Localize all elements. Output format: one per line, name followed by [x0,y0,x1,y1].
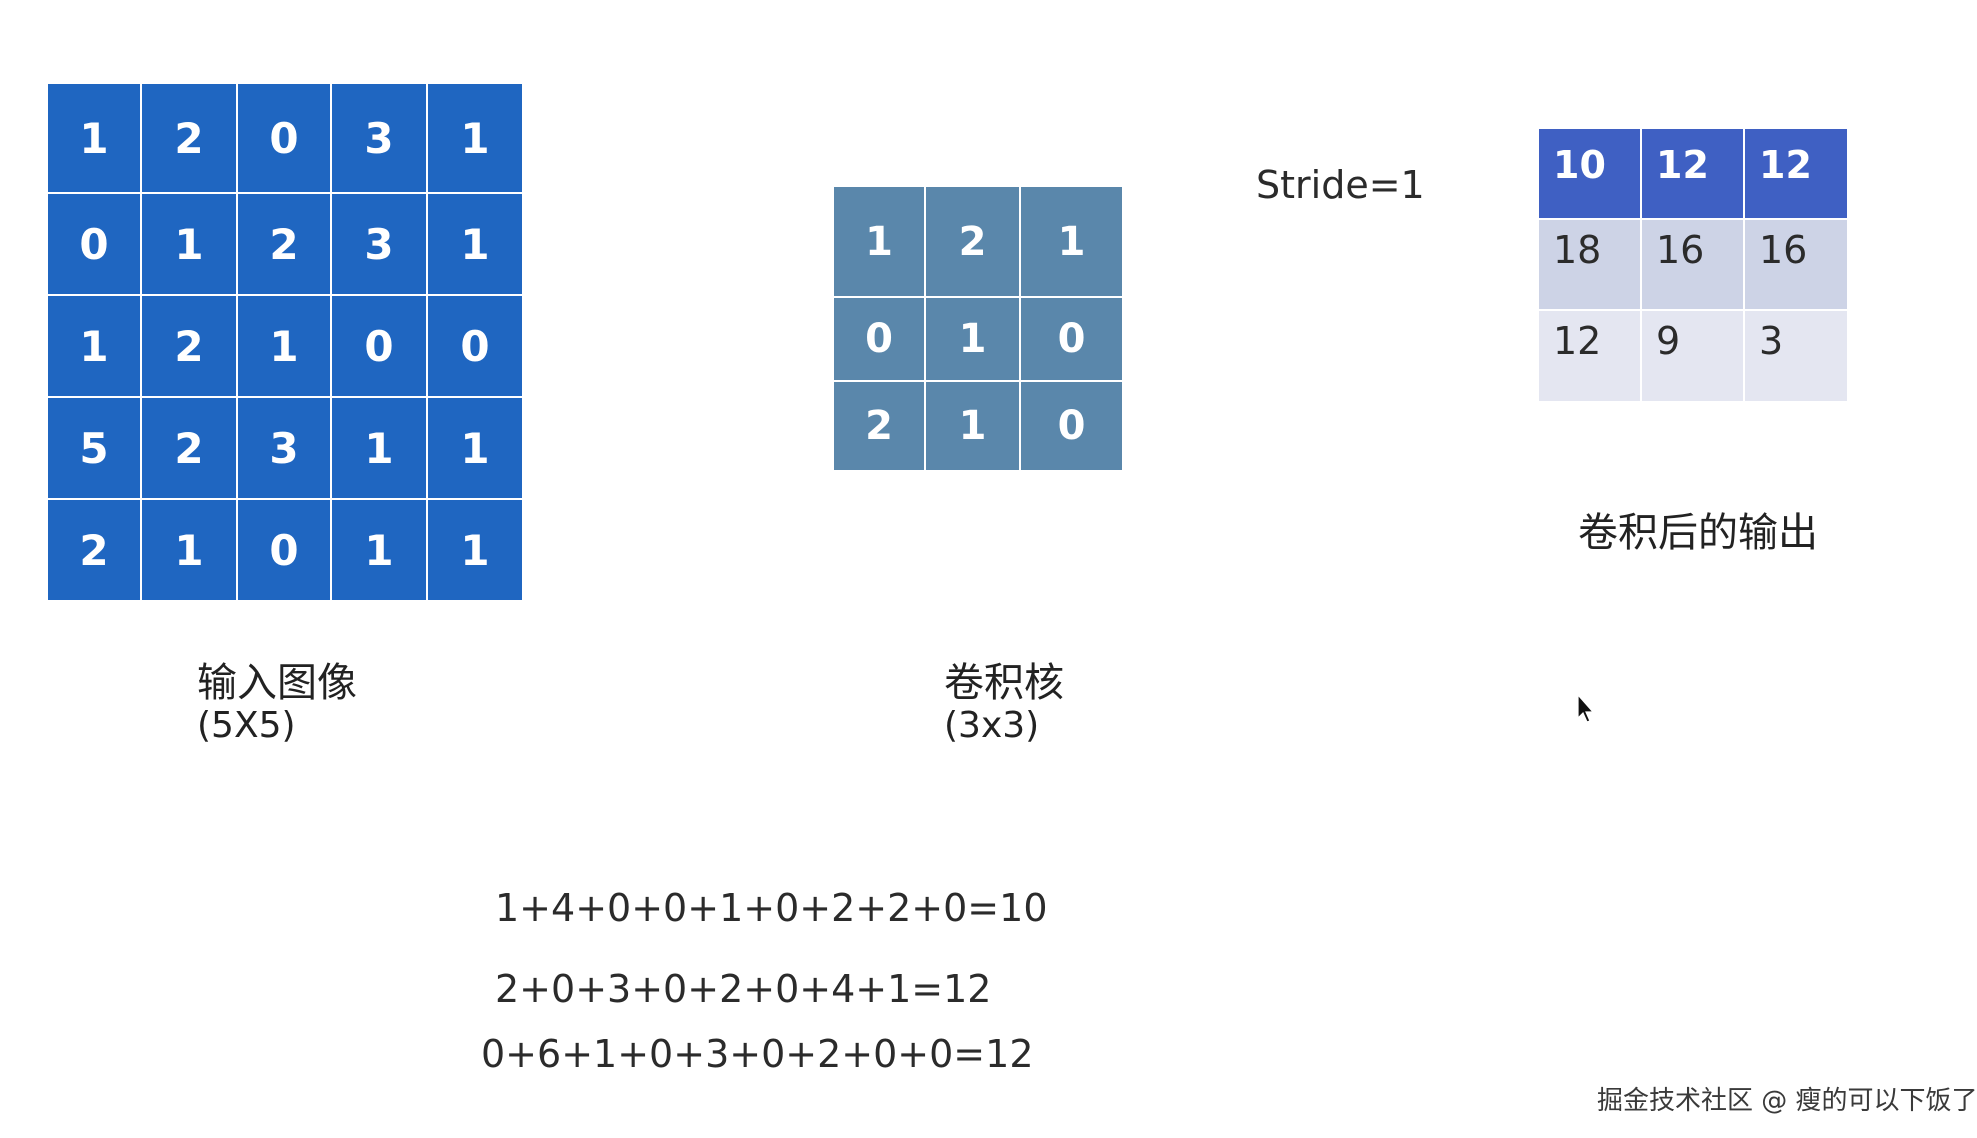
kernel-caption-title: 卷积核 [944,660,1064,706]
equation-line-2: 2+0+3+0+2+0+4+1=12 [495,967,992,1011]
input-cell-r3c3: 1 [238,296,330,396]
input-cell-r2c5: 1 [428,194,522,294]
input-cell-r3c1: 1 [48,296,140,396]
input-cell-r5c3: 0 [238,500,330,600]
input-caption-title: 输入图像 [197,660,357,706]
input-cell-r2c3: 2 [238,194,330,294]
equation-line-3: 0+6+1+0+3+0+2+0+0=12 [481,1032,1034,1076]
input-cell-r4c1: 5 [48,398,140,498]
input-cell-r5c2: 1 [142,500,236,600]
input-cell-r2c2: 1 [142,194,236,294]
input-cell-r2c1: 0 [48,194,140,294]
output-cell-r1c3: 12 [1745,129,1847,218]
input-cell-r5c1: 2 [48,500,140,600]
kernel-cell-r2c3: 0 [1021,298,1122,380]
watermark: 掘金技术社区 @ 瘦的可以下饭了 [1597,1086,1977,1116]
input-cell-r3c2: 2 [142,296,236,396]
input-cell-r1c2: 2 [142,84,236,192]
input-cell-r4c2: 2 [142,398,236,498]
kernel-cell-r2c1: 0 [834,298,924,380]
kernel-cell-r3c2: 1 [926,382,1019,470]
input-cell-r1c5: 1 [428,84,522,192]
input-cell-r4c5: 1 [428,398,522,498]
output-cell-r3c1: 12 [1539,311,1640,401]
kernel-cell-r1c1: 1 [834,187,924,296]
equation-line-1: 1+4+0+0+1+0+2+2+0=10 [495,886,1048,930]
kernel-cell-r1c2: 2 [926,187,1019,296]
output-cell-r3c2: 9 [1642,311,1743,401]
output-cell-r3c3: 3 [1745,311,1847,401]
input-cell-r1c4: 3 [332,84,426,192]
input-cell-r4c3: 3 [238,398,330,498]
input-cell-r2c4: 3 [332,194,426,294]
input-cell-r3c4: 0 [332,296,426,396]
kernel-caption-size: (3x3) [944,705,1040,746]
output-cell-r2c3: 16 [1745,220,1847,309]
input-caption-size: (5X5) [197,705,296,746]
output-cell-r2c2: 16 [1642,220,1743,309]
kernel-cell-r1c3: 1 [1021,187,1122,296]
input-cell-r1c1: 1 [48,84,140,192]
stride-label: Stride=1 [1256,163,1425,207]
input-cell-r1c3: 0 [238,84,330,192]
input-cell-r4c4: 1 [332,398,426,498]
input-cell-r5c4: 1 [332,500,426,600]
output-caption: 卷积后的输出 [1578,510,1818,556]
input-cell-r3c5: 0 [428,296,522,396]
kernel-cell-r2c2: 1 [926,298,1019,380]
kernel-cell-r3c1: 2 [834,382,924,470]
input-cell-r5c5: 1 [428,500,522,600]
output-cell-r1c2: 12 [1642,129,1743,218]
kernel-cell-r3c3: 0 [1021,382,1122,470]
mouse-pointer-icon [1577,694,1595,723]
output-cell-r2c1: 18 [1539,220,1640,309]
output-cell-r1c1: 10 [1539,129,1640,218]
